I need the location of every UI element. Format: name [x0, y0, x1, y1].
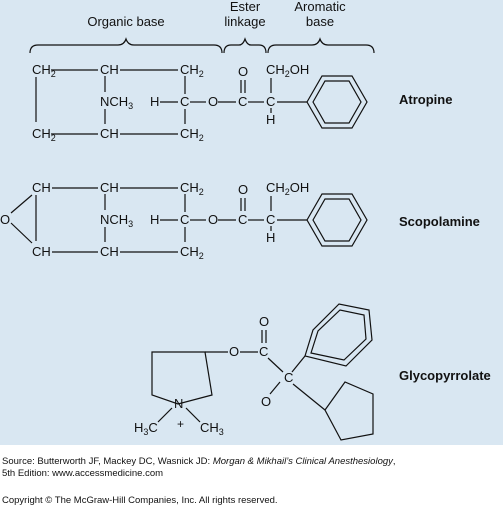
- header-ester-line2: linkage: [224, 14, 265, 29]
- source-line2: 5th Edition: www.accessmedicine.com: [2, 468, 164, 479]
- header-ester-line1: Ester: [230, 0, 261, 14]
- svg-text:N: N: [174, 396, 183, 411]
- svg-text:CH: CH: [32, 180, 51, 195]
- structure-diagram: Organic base Ester linkage Aromatic base…: [0, 0, 491, 441]
- svg-text:CH2: CH2: [180, 126, 204, 143]
- svg-text:CH2: CH2: [180, 180, 204, 197]
- header-organic-base: Organic base: [87, 14, 164, 29]
- source-prefix: Source: Butterworth JF, Mackey DC, Wasni…: [2, 456, 213, 467]
- source-title: Morgan & Mikhail’s Clinical Anesthesiolo…: [212, 456, 393, 467]
- svg-text:CH: CH: [100, 126, 119, 141]
- svg-text:CH: CH: [100, 180, 119, 195]
- svg-text:C: C: [266, 94, 275, 109]
- svg-text:C: C: [180, 94, 189, 109]
- svg-text:C: C: [266, 212, 275, 227]
- svg-text:CH2: CH2: [180, 62, 204, 79]
- source-citation: Source: Butterworth JF, Mackey DC, Wasni…: [2, 456, 502, 480]
- svg-text:H: H: [150, 94, 159, 109]
- svg-text:CH: CH: [100, 62, 119, 77]
- svg-text:CH2: CH2: [32, 126, 56, 143]
- svg-text:C: C: [238, 212, 247, 227]
- scopolamine-structure: CH CH CH2 O NCH3 H C O C C O CH2OH H CH …: [0, 180, 368, 261]
- svg-text:O: O: [238, 182, 248, 197]
- svg-text:O: O: [238, 64, 248, 79]
- svg-text:NCH3: NCH3: [100, 212, 133, 229]
- svg-text:CH2: CH2: [180, 244, 204, 261]
- svg-text:O: O: [0, 212, 10, 227]
- svg-text:H3C: H3C: [134, 420, 158, 437]
- svg-text:O: O: [208, 94, 218, 109]
- svg-text:CH2: CH2: [32, 62, 56, 79]
- svg-text:+: +: [177, 417, 184, 431]
- svg-text:CH3: CH3: [200, 420, 224, 437]
- copyright-notice: Copyright © The McGraw-Hill Companies, I…: [2, 495, 278, 506]
- label-glycopyrrolate: Glycopyrrolate: [399, 368, 491, 383]
- svg-text:H: H: [150, 212, 159, 227]
- brace-aromatic-base: [267, 37, 375, 54]
- svg-text:O: O: [208, 212, 218, 227]
- header-aromatic-line1: Aromatic: [294, 0, 346, 14]
- svg-text:C: C: [238, 94, 247, 109]
- svg-text:CH: CH: [32, 244, 51, 259]
- svg-text:H: H: [266, 230, 275, 245]
- brace-ester-linkage: [223, 37, 267, 54]
- header-aromatic-line2: base: [306, 14, 334, 29]
- svg-text:C: C: [259, 344, 268, 359]
- svg-text:NCH3: NCH3: [100, 94, 133, 111]
- label-scopolamine: Scopolamine: [399, 214, 480, 229]
- svg-text:O: O: [259, 314, 269, 329]
- svg-text:C: C: [180, 212, 189, 227]
- svg-text:O: O: [261, 394, 271, 409]
- svg-text:H: H: [266, 112, 275, 127]
- svg-text:CH2OH: CH2OH: [266, 180, 309, 197]
- atropine-structure: CH2 CH CH2 NCH3 H C O C C O CH2OH H CH2 …: [32, 62, 368, 143]
- brace-organic-base: [29, 37, 223, 54]
- figure-panel: Organic base Ester linkage Aromatic base…: [0, 0, 503, 445]
- glycopyrrolate-structure: N H3C + CH3 O C O C O: [134, 303, 374, 441]
- label-atropine: Atropine: [399, 92, 452, 107]
- svg-text:CH: CH: [100, 244, 119, 259]
- svg-text:O: O: [229, 344, 239, 359]
- svg-text:C: C: [284, 370, 293, 385]
- source-suffix: ,: [392, 456, 396, 467]
- svg-text:CH2OH: CH2OH: [266, 62, 309, 79]
